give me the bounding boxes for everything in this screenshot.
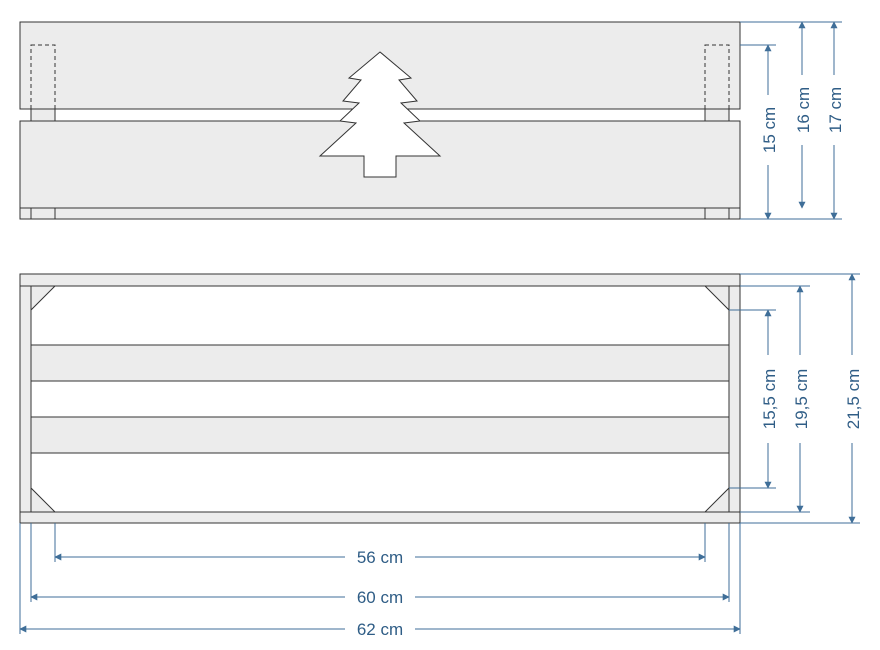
depth-21-5-label: 21,5 cm <box>844 369 863 429</box>
length-dimensions <box>19 523 741 634</box>
front-view <box>19 21 741 220</box>
front-base-strip <box>19 207 741 220</box>
left-leg-gap <box>30 108 56 122</box>
right-leg-hidden <box>704 44 730 110</box>
corner-block-bottom-left <box>30 486 57 513</box>
top-view-front-board <box>19 511 741 524</box>
height-17-label: 17 cm <box>826 87 845 133</box>
length-62-label: 62 cm <box>357 620 403 639</box>
corner-block-top-left <box>30 285 57 312</box>
left-leg-hidden <box>30 44 56 110</box>
top-view-back-board <box>19 273 741 287</box>
right-leg-foot <box>704 207 730 220</box>
top-view <box>19 273 741 524</box>
top-view-outline <box>19 273 741 524</box>
right-leg-gap <box>704 108 730 122</box>
base-slat-2 <box>30 416 730 454</box>
height-15-label: 15 cm <box>760 107 779 153</box>
base-slat-1 <box>30 344 730 382</box>
corner-block-top-right <box>703 285 730 312</box>
christmas-tree-cutout <box>318 51 442 178</box>
length-56-label: 56 cm <box>357 548 403 567</box>
left-leg-foot <box>30 207 56 220</box>
top-view-right-end <box>728 285 741 513</box>
corner-block-bottom-right <box>703 486 730 513</box>
depth-19-5-label: 19,5 cm <box>792 369 811 429</box>
length-60-label: 60 cm <box>357 588 403 607</box>
top-view-left-end <box>19 285 32 513</box>
depth-15-5-label: 15,5 cm <box>760 369 779 429</box>
height-16-label: 16 cm <box>794 87 813 133</box>
